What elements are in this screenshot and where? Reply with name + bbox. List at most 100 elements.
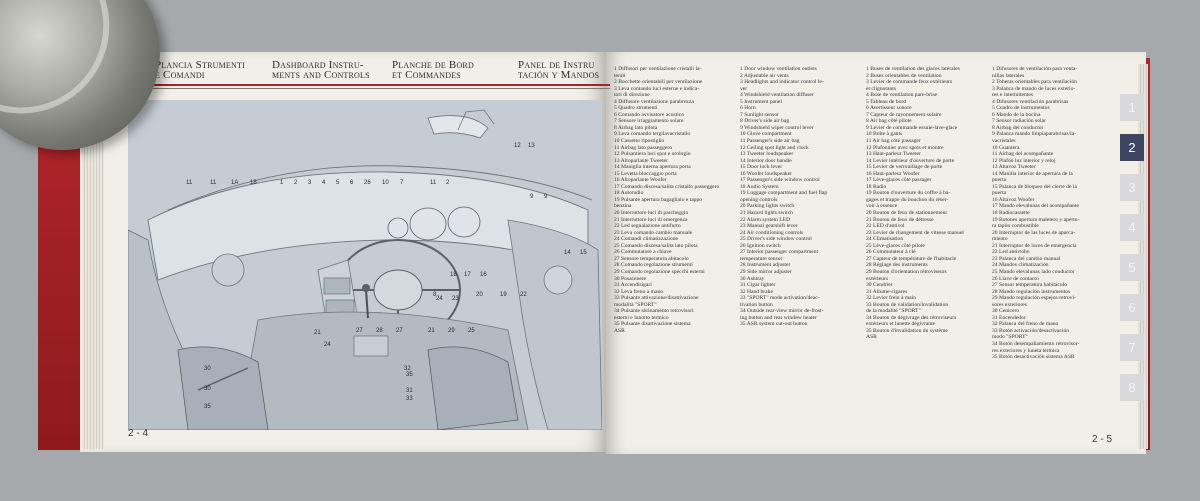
interior-mirror: [427, 115, 489, 139]
legend-entry: 13 Tweeter loudspeaker: [740, 151, 794, 158]
diagram-number: 9: [530, 194, 534, 200]
legend-entry: 23 Manual gearshift lever: [740, 223, 798, 230]
legend-entry: 11 Airbag lato passeggero: [614, 144, 673, 151]
legend-entry: 35 ASR system cut-out button: [740, 321, 808, 328]
legend-entry: 34 Pulsante sbrinamento retrovisori: [614, 308, 694, 315]
legend-entry: 28 Instrument adjuster: [740, 262, 791, 269]
diagram-number: 30: [204, 386, 211, 392]
diagram-number: 23: [452, 296, 459, 302]
diagram-number: 28: [376, 328, 383, 334]
legend-entry: 3 Palanca de mando de luces exterio-: [992, 85, 1076, 92]
legend-entry: 30 Posacenere: [614, 275, 647, 282]
legend-entry: 35 Pulsante disattivazione sistema: [614, 321, 691, 328]
diagram-number: 6: [350, 180, 354, 186]
legend-entry: 21 Hazard lights switch: [740, 210, 793, 217]
legend-entry: 32 Palanca del freno de mano: [992, 321, 1059, 328]
header-red-rule: [152, 84, 610, 86]
legend-entry: 14 Interior door handle: [740, 157, 792, 164]
legend-entry: 4 Difusores ventilación parabrisas: [992, 98, 1069, 105]
diagram-number: 14: [564, 250, 571, 256]
diagram-number: 3: [308, 180, 312, 186]
diagram-number: 18: [450, 272, 457, 278]
legend-entry: 6 Avertisseur sonore: [866, 105, 912, 112]
page-number-right: 2 - 5: [1092, 434, 1113, 445]
diagram-number: 32: [404, 366, 411, 372]
legend-entry: 13 Altavoz Tweeter: [992, 164, 1036, 171]
legend-entry: et clignotants: [866, 85, 896, 92]
diagram-number: 24: [436, 296, 443, 302]
legend-entry: 10 Guantera: [992, 144, 1020, 151]
legend-entry: 28 Comando regolazione strumenti: [614, 262, 693, 269]
legend-entry: 9 Levier de commande essuie-lave-glace: [866, 124, 958, 131]
legend-entry: 25 Driver's side window control: [740, 236, 812, 243]
legend-entry: 19 Botones apertura maletero y apertu-: [992, 216, 1080, 223]
legend-entry: 5 Cuadro de instrumentos: [992, 105, 1050, 112]
legend-entry: 4 Diffusore ventilazione parabrezza: [614, 98, 694, 105]
section-tab-1[interactable]: 1: [1120, 94, 1144, 121]
legend-entry: 19 Pulsante apertura bagagliaio e tappo: [614, 196, 703, 203]
section-tab-6[interactable]: 6: [1120, 294, 1144, 321]
legend-entry: 14 Levier intérieur d'ouverture de porte: [866, 157, 955, 164]
diagram-number: 12: [514, 143, 521, 149]
legend-entry: 4 Buse de ventilation pare-brise: [866, 92, 938, 99]
legend-entry: 13 Altoparlante Tweeter: [614, 157, 668, 164]
left-door-panel: [128, 229, 239, 430]
legend-entry: 29 Mando regulación espejos retrovi-: [992, 295, 1076, 302]
section-tab-7[interactable]: 7: [1120, 334, 1144, 361]
section-tab-3[interactable]: 3: [1120, 174, 1144, 201]
legend-entry: 26 Commutateur à clé: [866, 249, 916, 256]
section-tab-5[interactable]: 5: [1120, 254, 1144, 281]
legend-entry: puerta: [992, 177, 1006, 184]
legend-entry: 17 Mando elevalunas del acompañante: [992, 203, 1079, 210]
header-english: Dashboard Instru-ments and Controls: [272, 59, 370, 81]
legend-entry: 13 Haut-parleur Tweeter: [866, 151, 921, 158]
legend-entry: 32 Levier frein à main: [866, 295, 917, 302]
legend-entry: 27 Sensore temperatura abitacolo: [614, 255, 689, 262]
section-tab-4[interactable]: 4: [1120, 214, 1144, 241]
diagram-number: 20: [476, 292, 483, 298]
legend-entry: 30 Cenicero: [992, 308, 1020, 315]
left-page-edges: [82, 64, 104, 449]
legend-entry: 27 Sensor temperatura habitáculo: [992, 282, 1068, 289]
legend-entry: 15 Palanca de bloqueo del cierre de la: [992, 183, 1077, 190]
legend-entry: 33 "SPORT" mode activation/deac-: [740, 295, 820, 302]
legend-entry: modalità "SPORT": [614, 301, 657, 308]
legend-entry: tivation button: [740, 301, 773, 308]
legend-entry: esterni e lunotto termico: [614, 314, 669, 321]
legend-entry: 1 Door window ventilation outlets: [740, 66, 817, 72]
legend-entry: 8 Driver's side air bag: [740, 118, 790, 125]
legend-entry: 8 Airbag lato pilota: [614, 124, 658, 131]
section-tab-8[interactable]: 8: [1120, 374, 1144, 401]
legend-entry: 11 Airbag del acompañante: [992, 151, 1054, 158]
section-tab-2[interactable]: 2: [1120, 134, 1144, 161]
legend-entry: res e intermitentes: [992, 92, 1034, 99]
diagram-number: 24: [324, 342, 331, 348]
dashboard-illustration: 12 13 11 11 1A 18 1 2 3 4 5 6 26 10 7 11…: [128, 100, 602, 430]
diagram-number: 17: [464, 272, 471, 278]
legend-entry: 33 Pulsante attivazione/disattivazione: [614, 295, 699, 302]
legend-entry: 24 Mandos climatización: [992, 262, 1049, 269]
legend-entry: 17 Comando discesa/salita cristallo pass…: [614, 183, 720, 190]
diagram-number: 25: [468, 328, 475, 334]
legend-entry: 15 Door lock lever: [740, 164, 783, 171]
legend-entry: sores exteriores: [992, 301, 1027, 308]
diagram-number: 35: [204, 404, 211, 410]
legend-entry: 12 Ceiling spot light and clock: [740, 144, 809, 151]
legend-entry: 21 Interruptor de luces de emergencia: [992, 242, 1077, 249]
legend-entry: 23 Palanca del cambio manual: [992, 255, 1061, 262]
legend-entry: 19 Luggage compartment and fuel flap: [740, 190, 828, 197]
legend-entry: temperature sensor: [740, 255, 783, 262]
legend-entry: terali: [614, 72, 626, 79]
tachometer: [409, 207, 447, 241]
legend-entry: 28 Réglage des instruments: [866, 262, 928, 269]
legend-entry: 22 Alarm system LED: [740, 216, 791, 223]
legend-entry: 2 Bocchette orientabili per ventilazione: [614, 79, 703, 86]
legend-entry: 26 Ignition switch: [740, 242, 781, 249]
legend-entry: 8 Airbag del conductor: [992, 124, 1044, 131]
legend-entry: 16 Haut-parleur Woofer: [866, 170, 920, 177]
legend-entry: 25 Lève-glaces côté pilote: [866, 242, 925, 249]
right-door-panel: [507, 219, 602, 430]
legend-entry: 30 Ashtray: [740, 275, 765, 282]
